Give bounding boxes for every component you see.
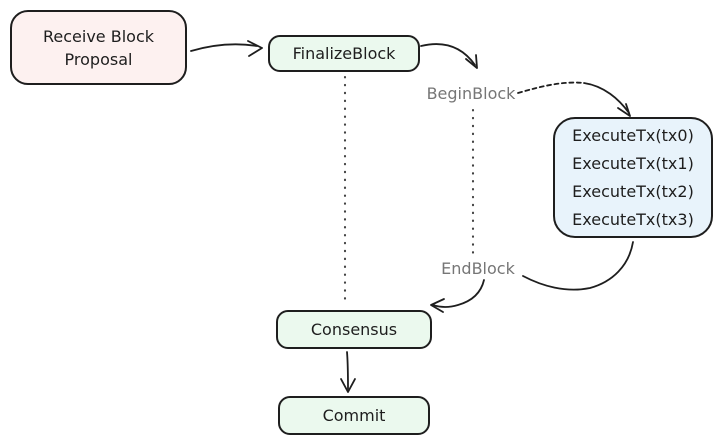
edge-endblock-to-consensus <box>432 279 485 308</box>
edge-executetx-to-endblock <box>522 241 634 291</box>
node-commit: Commit <box>278 396 430 435</box>
node-consensus: Consensus <box>276 310 432 349</box>
execute-tx-line-3: ExecuteTx(tx3) <box>572 209 694 229</box>
arrowhead-finalizeblock-to-beginblock <box>465 54 478 69</box>
execute-tx-line-0: ExecuteTx(tx0) <box>572 125 694 145</box>
label-beginblock: BeginBlock <box>426 84 516 103</box>
node-finalize-block: FinalizeBlock <box>268 35 420 72</box>
label-endblock: EndBlock <box>441 259 515 278</box>
node-consensus-label: Consensus <box>310 320 398 339</box>
arrowhead-beginblock-to-executetx <box>617 103 631 117</box>
edge-receive-to-finalizeblock <box>190 43 258 52</box>
node-execute-tx: ExecuteTx(tx0) ExecuteTx(tx1) ExecuteTx(… <box>553 117 713 238</box>
edge-consensus-to-commit <box>346 351 349 390</box>
node-receive-label: Receive Block Proposal <box>43 26 154 69</box>
edge-beginblock-to-executetx-dashed <box>517 81 585 94</box>
execute-tx-line-1: ExecuteTx(tx1) <box>572 153 694 173</box>
edge-beginblock-to-executetx <box>583 82 630 114</box>
arrowhead-consensus-to-commit <box>340 378 356 393</box>
node-receive-block-proposal: Receive Block Proposal <box>10 10 187 85</box>
node-finalize-label: FinalizeBlock <box>292 44 396 63</box>
node-commit-label: Commit <box>322 406 386 425</box>
arrowhead-endblock-to-consensus <box>430 298 445 313</box>
execute-tx-line-2: ExecuteTx(tx2) <box>572 181 694 201</box>
edge-finalizeblock-to-beginblock <box>420 43 476 66</box>
arrowhead-receive-to-finalizeblock <box>247 40 263 57</box>
